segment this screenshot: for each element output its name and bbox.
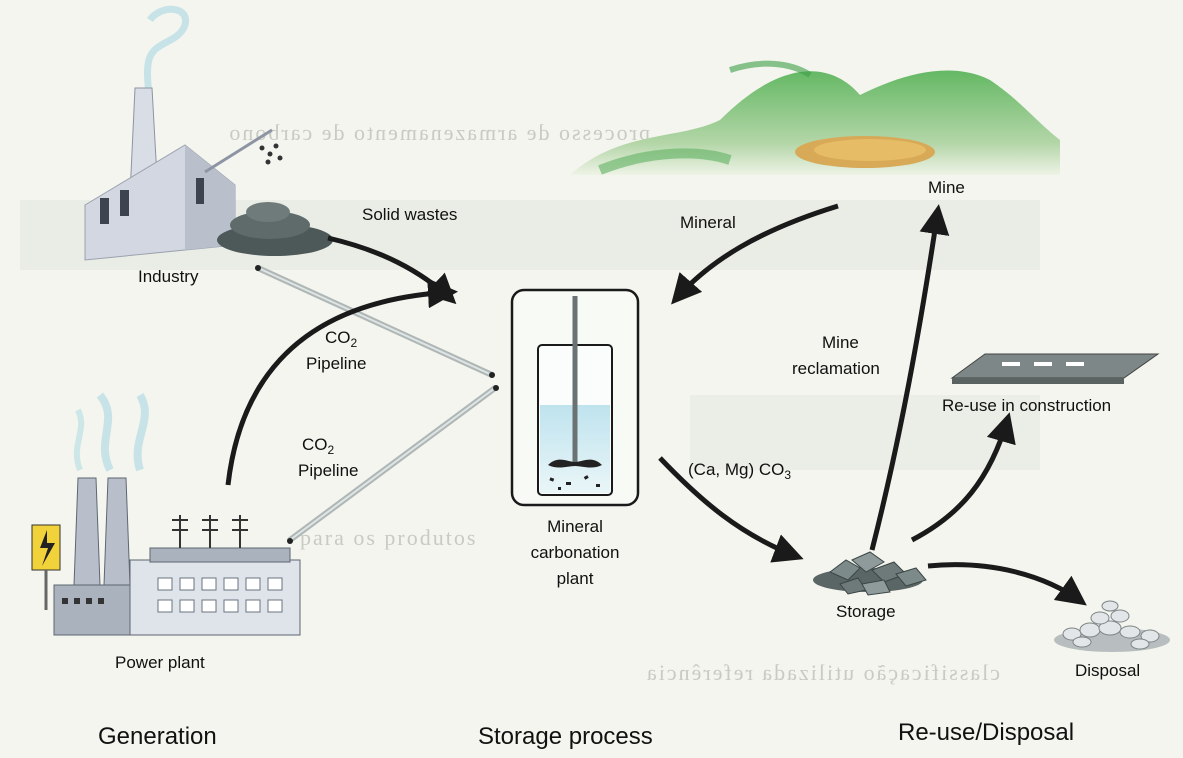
pipeline-top-label: Pipeline bbox=[306, 354, 367, 373]
power-plant-arrow bbox=[225, 278, 458, 486]
mine-hills-illustration bbox=[570, 60, 1060, 175]
industry-label: Industry bbox=[138, 267, 199, 286]
power-plant-illustration bbox=[31, 392, 301, 636]
mineral-label: Mineral bbox=[680, 213, 736, 232]
svg-text:para os produtos: para os produtos bbox=[300, 525, 477, 550]
co2-pipelines bbox=[255, 265, 499, 544]
plant-label-line3: plant bbox=[557, 569, 594, 588]
storage-label: Storage bbox=[836, 602, 896, 621]
mine-reclamation-arrow bbox=[869, 204, 950, 551]
storage-pile bbox=[813, 551, 927, 596]
disposal-pile bbox=[1054, 600, 1170, 652]
co2-bottom-label: CO2 bbox=[302, 435, 335, 457]
disposal-arrow bbox=[927, 562, 1087, 606]
solid-wastes-label: Solid wastes bbox=[362, 205, 457, 224]
carbonate-arrow bbox=[658, 456, 804, 563]
co2-top-label: CO2 bbox=[325, 328, 358, 350]
mine-reclamation-label-2: reclamation bbox=[792, 359, 880, 378]
mineral-arrow bbox=[671, 203, 839, 305]
reuse-construction-label: Re-use in construction bbox=[942, 396, 1111, 415]
carbonation-reactor bbox=[510, 288, 640, 507]
svg-text:processo de armazenamento de c: processo de armazenamento de carbono bbox=[227, 120, 650, 145]
mine-reclamation-label-1: Mine bbox=[822, 333, 859, 352]
mine-label: Mine bbox=[928, 178, 965, 197]
construction-slab-illustration bbox=[950, 353, 1160, 384]
reuse-arrow bbox=[910, 412, 1016, 543]
section-storage-process: Storage process bbox=[478, 723, 653, 750]
plant-label-line2: carbonation bbox=[531, 543, 620, 562]
power-plant-label: Power plant bbox=[115, 653, 205, 672]
carbonate-label: (Ca, Mg) CO3 bbox=[688, 460, 791, 482]
disposal-label: Disposal bbox=[1075, 661, 1140, 680]
industry-illustration bbox=[84, 5, 333, 261]
pipeline-bottom-label: Pipeline bbox=[298, 461, 359, 480]
plant-label-line1: Mineral bbox=[547, 517, 603, 536]
section-reuse-disposal: Re-use/Disposal bbox=[898, 719, 1074, 746]
svg-text:classificação utilizada referê: classificação utilizada referência bbox=[645, 660, 1000, 685]
section-generation: Generation bbox=[98, 723, 217, 750]
